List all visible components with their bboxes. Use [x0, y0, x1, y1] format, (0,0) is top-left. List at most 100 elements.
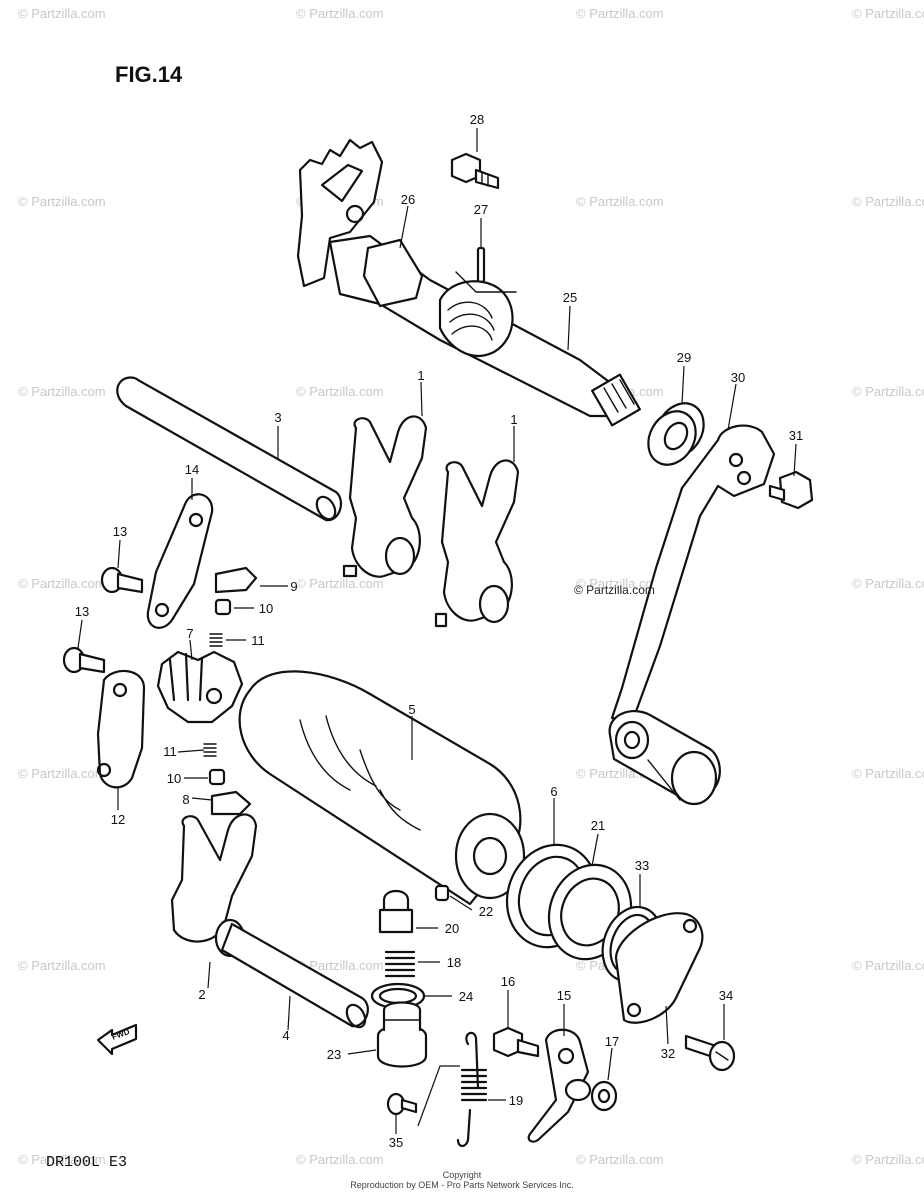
watermark-text: © Partzilla.com — [576, 6, 664, 21]
part-12-cam-plate[interactable] — [96, 669, 146, 789]
callout-12: 12 — [111, 812, 125, 827]
watermark-text: © Partzilla.com — [18, 1152, 106, 1167]
callout-24: 24 — [459, 989, 473, 1004]
part-13-screw-a[interactable] — [100, 566, 144, 594]
model-code: DR100L E3 — [46, 1154, 127, 1171]
part-18-spring[interactable] — [384, 950, 416, 978]
callout-34: 34 — [719, 988, 733, 1003]
part-5-gearshift-drum[interactable] — [238, 670, 526, 906]
callout-27: 27 — [474, 202, 488, 217]
part-4-fork-shaft[interactable] — [220, 922, 369, 1030]
callout-6: 6 — [550, 784, 557, 799]
callout-33: 33 — [635, 858, 649, 873]
callout-5: 5 — [408, 702, 415, 717]
callout-1: 1 — [417, 368, 424, 383]
part-1-shift-fork-b[interactable] — [434, 459, 520, 628]
watermark-text: © Partzilla.com — [18, 194, 106, 209]
callout-3: 3 — [274, 410, 281, 425]
part-32-cover[interactable] — [614, 912, 704, 1024]
part-10-pin-upper[interactable] — [214, 598, 232, 616]
callout-22: 22 — [479, 904, 493, 919]
part-26-collar[interactable] — [362, 238, 424, 308]
watermark-text: © Partzilla.com — [852, 1152, 924, 1167]
callout-16: 16 — [501, 974, 515, 989]
part-7-gearshift-cam[interactable] — [156, 650, 244, 724]
part-11-spring-lower[interactable] — [203, 743, 217, 757]
part-17-washer[interactable] — [590, 1080, 618, 1112]
callout-labels: 1 1 2 3 4 5 6 7 8 9 10 10 11 11 12 13 13… — [75, 112, 803, 1150]
callout-7: 7 — [186, 626, 193, 641]
part-19-spring[interactable] — [456, 1031, 488, 1148]
watermark-text: © Partzilla.com — [852, 766, 924, 781]
part-31-bolt[interactable] — [768, 470, 814, 510]
watermark-text: © Partzilla.com — [18, 958, 106, 973]
watermark-text: © Partzilla.com — [852, 958, 924, 973]
part-30-gearshift-lever[interactable] — [608, 424, 776, 806]
part-8-pawl[interactable] — [210, 790, 252, 816]
part-9-stopper[interactable] — [214, 566, 258, 594]
watermark-text: © Partzilla.com — [852, 194, 924, 209]
callout-23: 23 — [327, 1047, 341, 1062]
part-15-stopper-lever[interactable] — [527, 1028, 592, 1143]
part-20-plunger[interactable] — [378, 889, 414, 934]
watermark-text: © Partzilla.com — [852, 384, 924, 399]
watermark-text: © Partzilla.com — [576, 194, 664, 209]
callout-13: 13 — [75, 604, 89, 619]
callout-13: 13 — [113, 524, 127, 539]
callout-21: 21 — [591, 818, 605, 833]
part-16-bolt[interactable] — [492, 1026, 540, 1058]
watermark-text: © Partzilla.com — [296, 6, 384, 21]
callout-35: 35 — [389, 1135, 403, 1150]
part-34-bolt[interactable] — [684, 1034, 736, 1072]
partzilla-credit: © Partzilla.com — [574, 583, 655, 597]
callout-30: 30 — [731, 370, 745, 385]
callout-14: 14 — [185, 462, 199, 477]
callout-11: 11 — [251, 633, 265, 648]
watermark-text: © Partzilla.com — [296, 384, 384, 399]
callout-19: 19 — [509, 1093, 523, 1108]
callout-11: 11 — [163, 744, 177, 759]
callout-25: 25 — [563, 290, 577, 305]
part-10-pin-lower[interactable] — [208, 768, 226, 786]
part-14-stopper-plate[interactable] — [146, 493, 214, 629]
watermark-text: © Partzilla.com — [18, 766, 106, 781]
watermark-text: © Partzilla.com — [852, 576, 924, 591]
part-22-pin[interactable] — [434, 884, 450, 902]
part-11-spring-upper[interactable] — [209, 633, 223, 647]
watermark-text: © Partzilla.com — [18, 6, 106, 21]
watermark-text: © Partzilla.com — [576, 576, 664, 591]
callout-4: 4 — [282, 1028, 289, 1043]
part-29-oil-seal[interactable] — [639, 395, 713, 473]
part-27-pin[interactable] — [476, 246, 486, 284]
leader-lines — [77, 128, 797, 1134]
callout-17: 17 — [605, 1034, 619, 1049]
callout-26: 26 — [401, 192, 415, 207]
callout-9: 9 — [290, 579, 297, 594]
part-13-screw-b[interactable] — [62, 646, 106, 674]
watermark-text: © Partzilla.com — [296, 576, 384, 591]
watermark-text: © Partzilla.com — [576, 1152, 664, 1167]
watermark-text: © Partzilla.com — [296, 1152, 384, 1167]
shaft-return-spring — [438, 271, 517, 357]
watermark-text: © Partzilla.com — [18, 384, 106, 399]
part-23-plug[interactable] — [376, 1001, 428, 1068]
footer-copyright: Copyright — [443, 1170, 482, 1180]
callout-8: 8 — [182, 792, 189, 807]
footer-reproduction: Reproduction by OEM - Pro Parts Network … — [350, 1180, 574, 1190]
callout-1: 1 — [510, 412, 517, 427]
callout-10: 10 — [259, 601, 273, 616]
watermark-text: © Partzilla.com — [18, 576, 106, 591]
callout-2: 2 — [198, 987, 205, 1002]
callout-18: 18 — [447, 955, 461, 970]
callout-29: 29 — [677, 350, 691, 365]
callout-10: 10 — [167, 771, 181, 786]
part-35-screw[interactable] — [386, 1092, 418, 1116]
callout-28: 28 — [470, 112, 484, 127]
part-1-shift-fork-a[interactable] — [342, 415, 428, 578]
part-28-bolt[interactable] — [450, 152, 500, 190]
figure-title: FIG.14 — [115, 62, 183, 87]
part-3-fork-shaft[interactable] — [116, 376, 343, 523]
watermark-layer: © Partzilla.com© Partzilla.com© Partzill… — [18, 6, 924, 1167]
callout-31: 31 — [789, 428, 803, 443]
